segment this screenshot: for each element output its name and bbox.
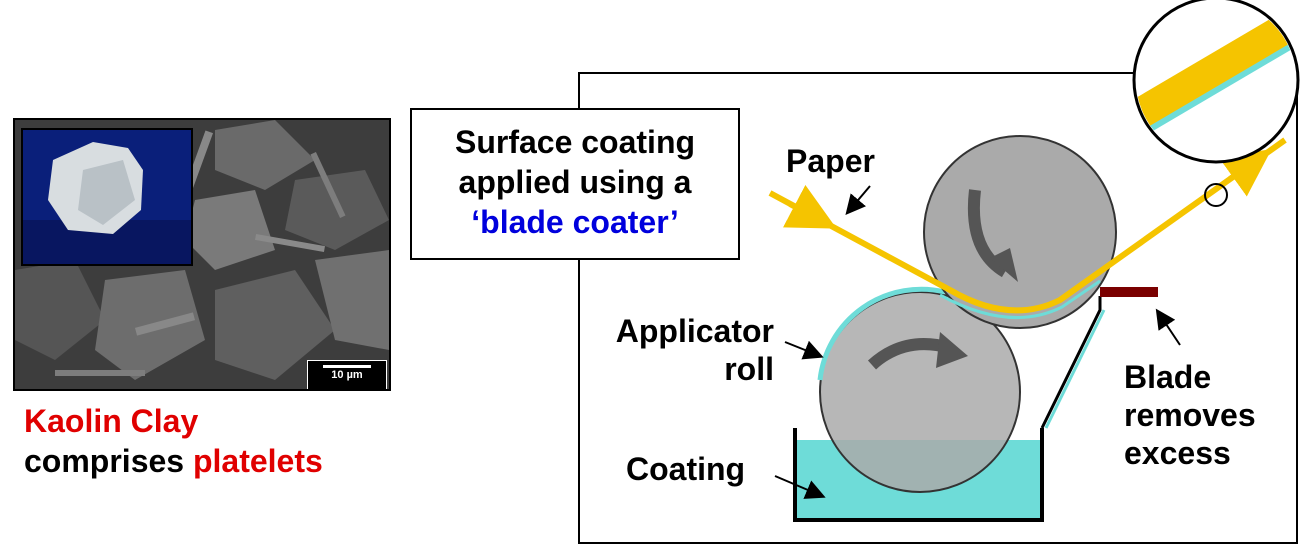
caption-comprises: comprises [24,443,193,479]
paper-direction-arrow-in [782,184,837,229]
detail-marker [1204,183,1228,207]
scale-bar: 10 µm [307,360,387,389]
backing-roll [923,135,1117,329]
coating-pointer [774,475,826,499]
blade-bar [1100,287,1158,297]
magnified-paper [1136,6,1296,134]
applicator-roll [819,291,1021,493]
title-line3: ‘blade coater’ [471,204,679,240]
caption-title: Kaolin Clay [24,403,199,439]
applicator-pointer [784,340,824,360]
blade-pointer [1155,308,1181,346]
applicator-rotation-head [936,332,968,368]
blade-coating [1044,309,1106,429]
paper-label: Paper [786,143,875,179]
blade-support [1040,296,1102,429]
title-line1: Surface coating [454,124,696,160]
kaolin-caption: Kaolin Clay comprises platelets [24,401,323,481]
kaolin-micrograph: 10 µm [13,118,391,391]
paper-direction-arrow-out [1218,148,1272,197]
title-line2: applied using a [458,164,692,200]
paper-web [768,137,1287,314]
blade-label-line3: excess [1124,435,1231,471]
blade-label-line2: removes [1124,397,1256,433]
backing-roll-rotation-head [990,248,1018,282]
caption-platelets: platelets [192,443,323,479]
applicator-label-line2: roll [724,351,774,387]
paper-pointer [845,185,871,216]
caption-line2: comprises platelets [24,441,323,481]
kaolin-lump-icon [23,142,191,264]
magnified-coating [1136,38,1296,144]
applicator-label: Applicator roll [588,312,774,388]
blade-label: Blade removes excess [1124,358,1256,472]
applicator-label-line1: Applicator [615,313,774,349]
coating-label: Coating [626,451,746,487]
kaolin-inset-photo [21,128,193,266]
coating-film-roll [817,286,946,381]
title-box: Surface coating applied using a ‘blade c… [410,108,740,260]
coating-pan [793,428,1044,522]
scale-bar-label: 10 µm [331,369,363,381]
paper-coating-layer [939,279,1101,320]
backing-roll-rotation-arrow [967,189,1009,278]
blade-label-line1: Blade [1124,359,1212,395]
